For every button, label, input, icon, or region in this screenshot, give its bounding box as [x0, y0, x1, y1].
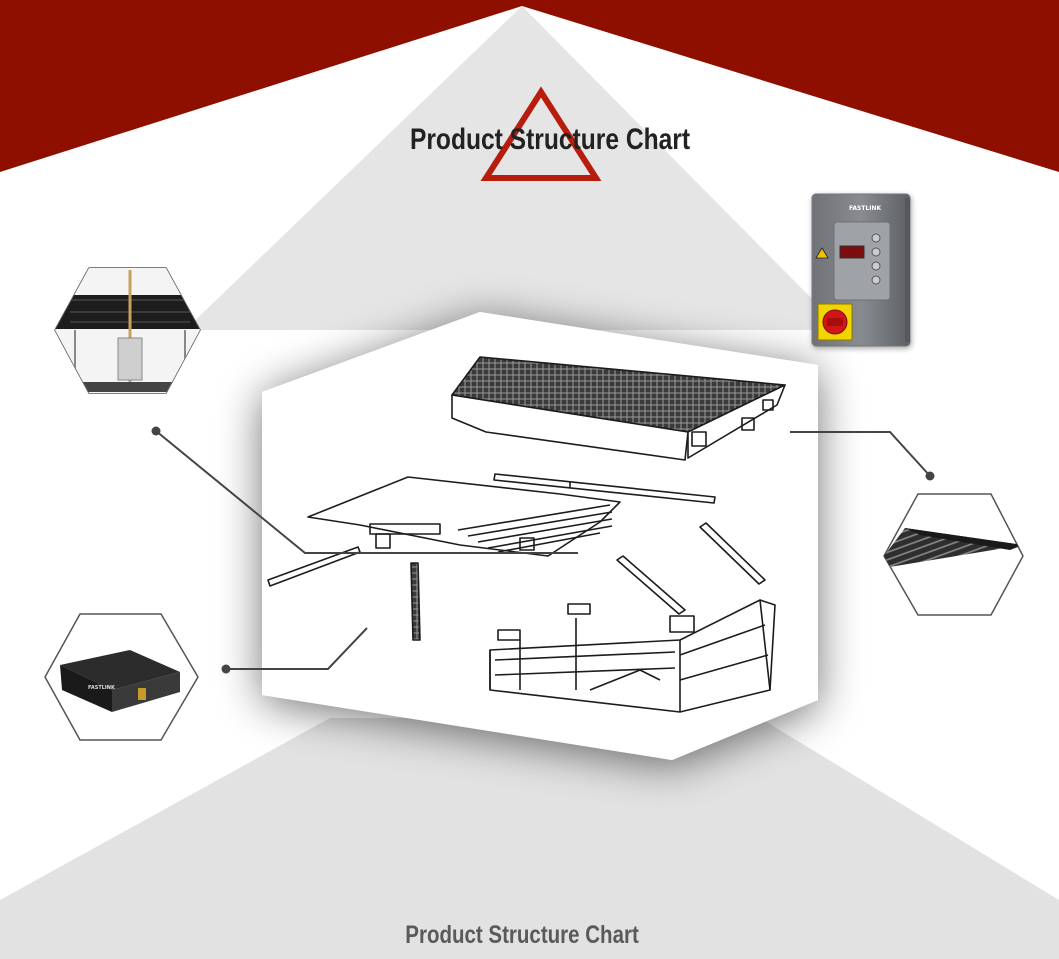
- hinge-rod-part: [493, 473, 716, 504]
- footer-title: Product Structure Chart: [405, 920, 639, 948]
- dock-leveler-side: [60, 665, 112, 712]
- deck-plate-part: [307, 476, 621, 557]
- control-button-1: [871, 233, 881, 243]
- control-box: FASTLINK: [811, 193, 911, 347]
- control-button-3: [871, 261, 881, 271]
- header-band: [0, 0, 1059, 172]
- leader-dot-dock-leveler: [221, 664, 231, 674]
- bottom-light-beam: [0, 718, 1059, 959]
- base-frame-part: [489, 599, 776, 713]
- page-title: Product Structure Chart: [410, 122, 690, 156]
- hydraulic-cylinder-part: [616, 522, 766, 615]
- dock-leveler-hexagon: FASTLINK: [44, 613, 199, 741]
- grating-platform-part: [451, 356, 786, 461]
- vertical-cylinder-part: [410, 562, 421, 641]
- warning-icon: [815, 247, 829, 259]
- leader-line-pit-view: [155, 430, 578, 554]
- exploded-view-drawing: [267, 356, 786, 713]
- grating-hexagon: [883, 493, 1024, 616]
- leader-lines: [155, 430, 931, 670]
- dock-leveler-top: [60, 650, 180, 690]
- control-box-brand: FASTLINK: [849, 205, 882, 212]
- top-light-beam: [185, 6, 843, 330]
- leader-line-grating: [790, 431, 931, 477]
- leader-line-dock-leveler: [226, 627, 368, 670]
- pit-view-hexagon: [54, 267, 201, 394]
- dock-leveler-brand: FASTLINK: [88, 685, 116, 691]
- leader-dot-pit-view: [151, 426, 161, 436]
- leader-dot-grating: [925, 471, 935, 481]
- control-button-2: [871, 247, 881, 257]
- control-button-4: [871, 275, 881, 285]
- triangle-logo: [480, 86, 602, 181]
